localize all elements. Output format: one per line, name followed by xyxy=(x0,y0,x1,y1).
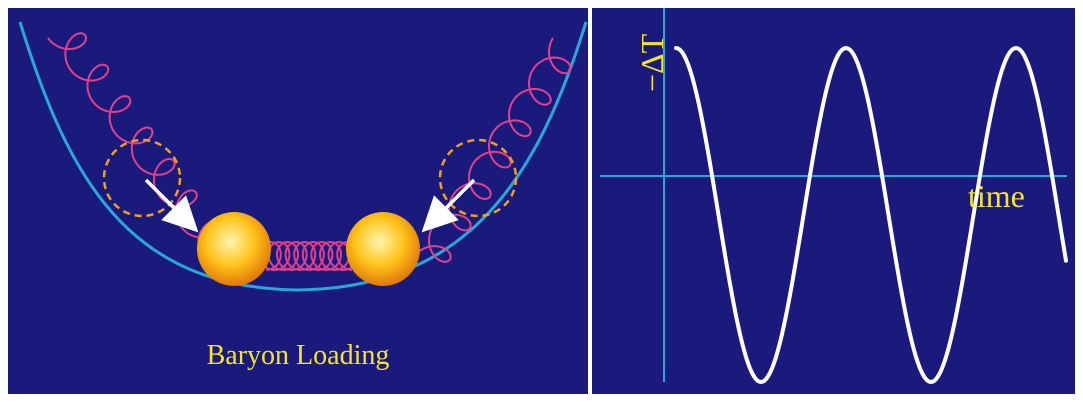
baryon-loading-panel: Baryon Loading xyxy=(8,8,588,394)
diagram-caption: Baryon Loading xyxy=(206,340,390,371)
oscillation-plot-panel: −ΔT time xyxy=(592,8,1075,394)
middle-spring xyxy=(258,240,360,272)
right-wall-spring xyxy=(412,37,572,263)
y-axis-label: −ΔT xyxy=(634,33,670,92)
spring-coil xyxy=(258,240,360,272)
right-baryon-ball xyxy=(346,212,420,286)
oscillation-curve xyxy=(674,45,1068,384)
left-baryon-ball xyxy=(197,212,271,286)
spring-coil xyxy=(47,32,220,259)
left-dashed-circle xyxy=(102,138,182,218)
x-axis-label: time xyxy=(968,178,1025,214)
left-wall-spring xyxy=(47,32,220,259)
oscillation-plot xyxy=(600,8,1068,384)
potential-well-curve xyxy=(18,21,588,292)
bowl-diagram xyxy=(18,21,588,292)
left-arrow xyxy=(144,178,199,233)
spring-coil xyxy=(412,37,572,263)
right-arrow xyxy=(421,178,476,233)
right-dashed-circle xyxy=(438,138,518,218)
